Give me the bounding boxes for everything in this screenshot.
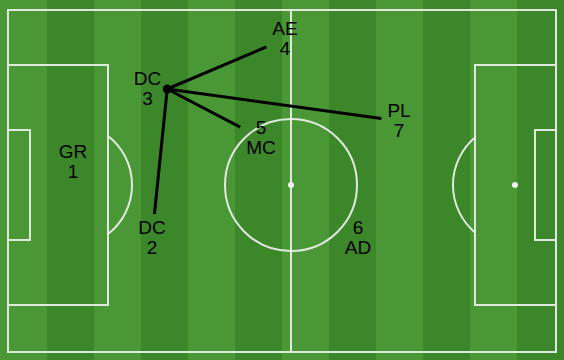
grass-stripe [376,0,423,360]
player-dot [163,85,172,94]
pass-line [154,89,167,214]
player-marker: 5MC [243,117,279,159]
player-marker: 6AD [342,217,374,259]
player-label-line: 1 [68,162,79,182]
penalty-box [8,65,108,305]
player-label-line: 4 [280,39,291,59]
player-label: DC [138,218,165,238]
pass-line [167,47,266,89]
player-label-line: 3 [142,89,153,109]
penalty-box [475,65,556,305]
grass-stripe [188,0,235,360]
touch-line [8,10,556,352]
penalty-arc [453,138,475,233]
player-marker: DC3 [131,68,167,110]
center-circle [225,119,357,251]
player-label: 6 [353,218,364,238]
player-label-line: 7 [394,121,405,141]
player-marker: PL7 [384,100,413,142]
player-label: GR [59,142,88,162]
center-spot [288,182,294,188]
player-marker: AE4 [269,18,300,60]
player-label-line: AD [345,238,371,258]
player-label-line: 2 [147,238,158,258]
player-label-line: MC [246,138,276,158]
goal-area [535,130,556,240]
pass-line [167,89,240,127]
penalty-spot [512,182,518,188]
player-label: DC [134,69,161,89]
goal-area [8,130,30,240]
halfway-line [290,10,292,352]
player-marker: GR1 [56,141,91,183]
player-label: AE [272,19,297,39]
penalty-arc [108,136,132,234]
player-marker: DC2 [135,217,168,259]
pass-line [167,89,381,119]
player-label: 5 [256,118,267,138]
player-label: PL [387,101,410,121]
